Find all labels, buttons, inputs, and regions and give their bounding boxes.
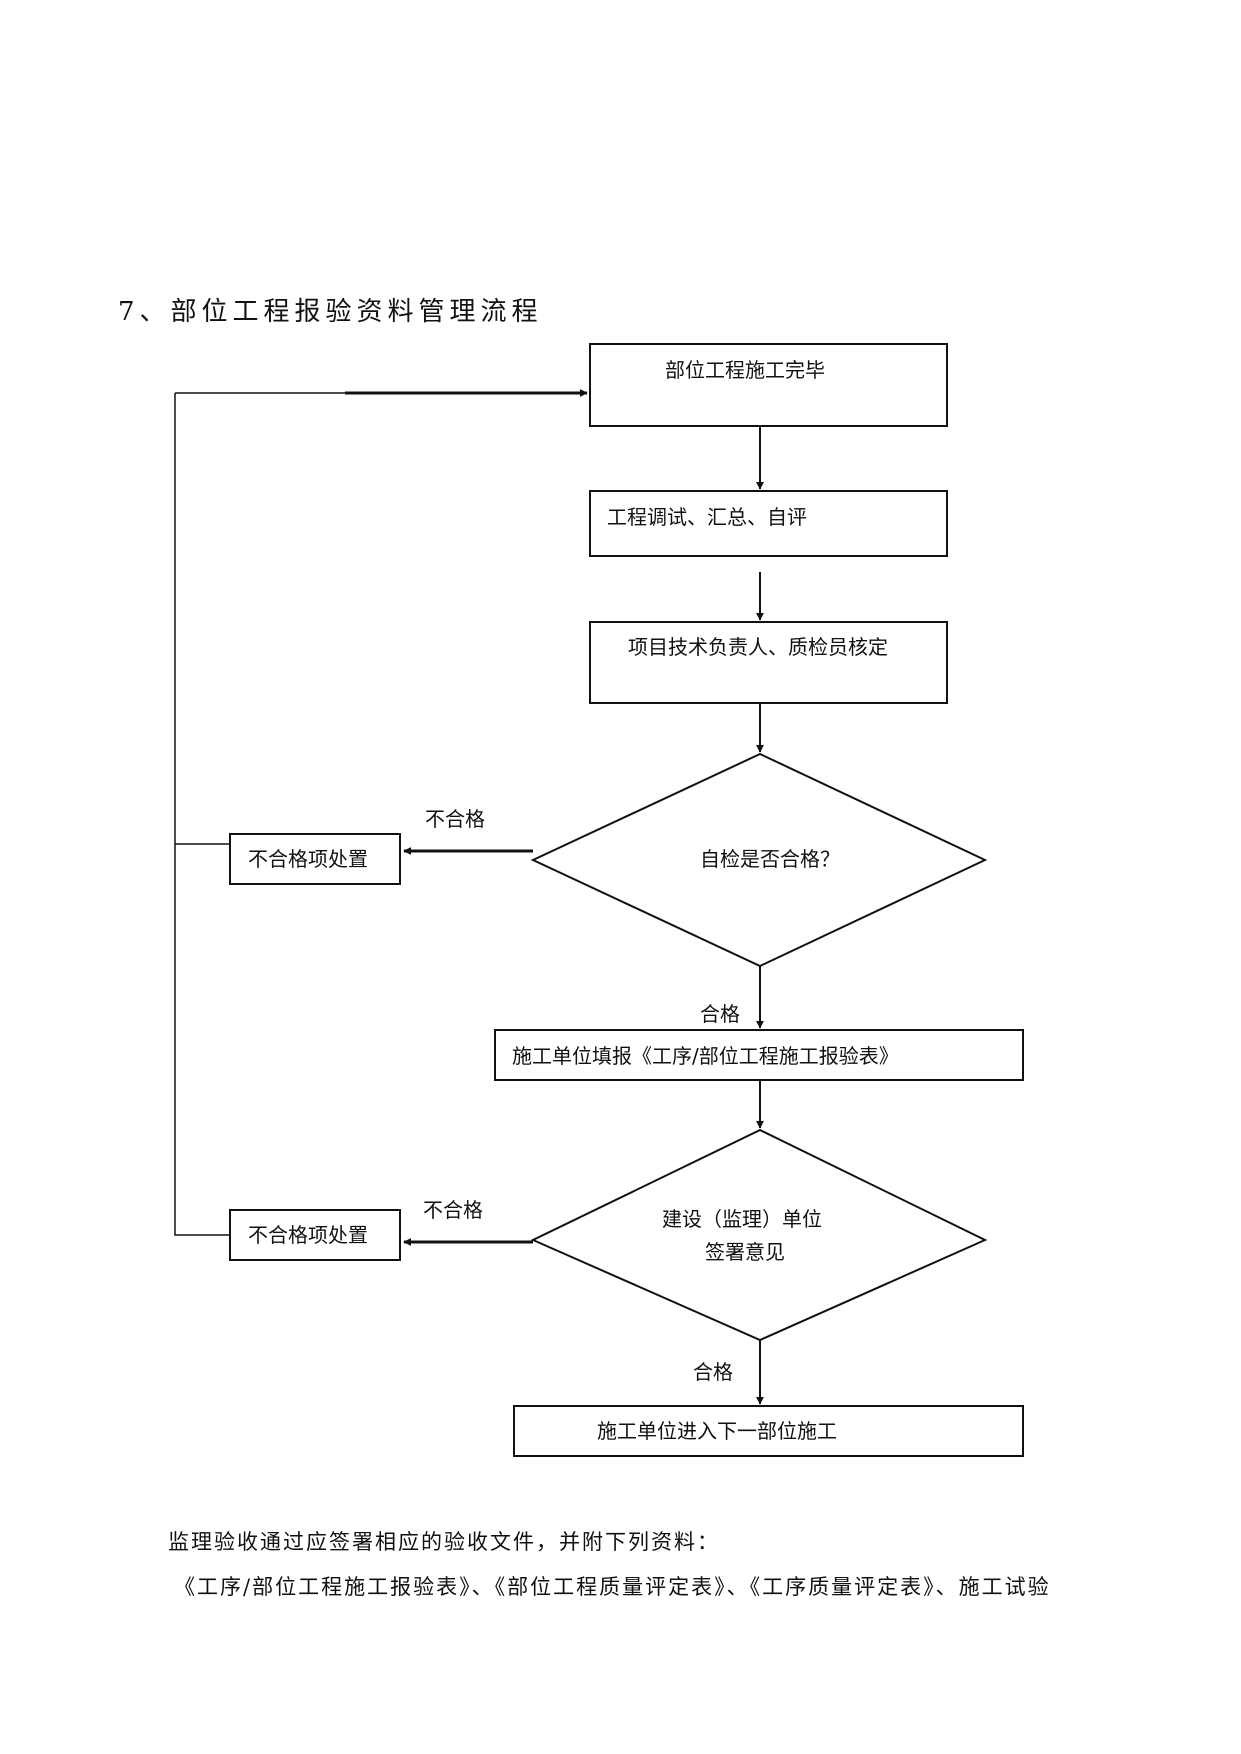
paragraph-line-2: 《工序/部位工程施工报验表》、《部位工程质量评定表》、《工序质量评定表》、施工试… — [174, 1575, 1051, 1599]
reject-box-2: 不合格项处置 — [229, 1209, 401, 1261]
step-box-verification: 项目技术负责人、质检员核定 — [589, 621, 948, 704]
decision-label-line1: 建设（监理）单位 — [662, 1207, 822, 1231]
decision-label-self-check: 自检是否合格？ — [700, 847, 840, 871]
reject-box-1-label: 不合格项处置 — [248, 847, 368, 871]
step-box-debug-summary: 工程调试、汇总、自评 — [589, 490, 948, 557]
reject-box-1: 不合格项处置 — [229, 833, 401, 885]
step-box-next-section: 施工单位进入下一部位施工 — [513, 1405, 1024, 1457]
pass-label-2: 合格 — [693, 1360, 733, 1384]
reject-label-1: 不合格 — [425, 807, 485, 831]
loop-back-line — [174, 389, 588, 1236]
decision-label-line2: 签署意见 — [705, 1240, 785, 1264]
reject-label-2: 不合格 — [423, 1198, 483, 1222]
step-label-fill-report: 施工单位填报《工序/部位工程施工报验表》 — [512, 1044, 899, 1068]
step-box-construction-complete: 部位工程施工完毕 — [589, 343, 948, 427]
step-box-fill-report: 施工单位填报《工序/部位工程施工报验表》 — [494, 1029, 1024, 1081]
reject-box-2-label: 不合格项处置 — [248, 1223, 368, 1247]
pass-label-1: 合格 — [700, 1002, 740, 1026]
page-heading: 7、部位工程报验资料管理流程 — [118, 297, 543, 327]
step-label-verification: 项目技术负责人、质检员核定 — [628, 635, 888, 659]
step-label-next-section: 施工单位进入下一部位施工 — [597, 1419, 837, 1443]
paragraph-line-1: 监理验收通过应签署相应的验收文件，并附下列资料： — [168, 1530, 720, 1554]
step-label-debug-summary: 工程调试、汇总、自评 — [607, 505, 807, 529]
step-label-construction-complete: 部位工程施工完毕 — [665, 358, 825, 382]
decision-self-check: 自检是否合格？ — [530, 752, 988, 968]
decision-supervisor-sign: 建设（监理）单位 签署意见 — [530, 1128, 988, 1342]
